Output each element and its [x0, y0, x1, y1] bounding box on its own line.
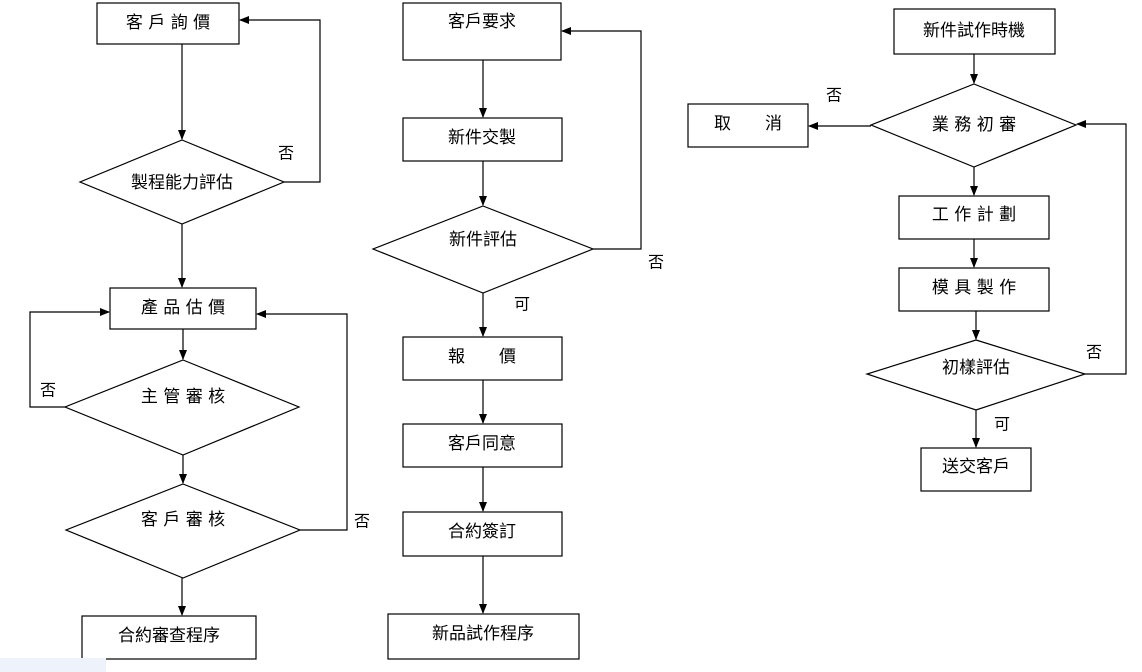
- edge-label-no-business: 否: [826, 86, 842, 105]
- node-customer-request-label: 客戶要求: [448, 12, 516, 32]
- node-deliver-customer: [920, 447, 1032, 492]
- edge-eval-no-loop-2: [561, 27, 642, 250]
- node-new-part-eval-label: 新件評估: [449, 230, 517, 250]
- node-capability-eval-label: 製程能力評估: [131, 173, 233, 193]
- edge-label-no-sample: 否: [1086, 343, 1102, 362]
- node-customer-inquiry: [96, 2, 240, 45]
- node-customer-agree: [402, 423, 563, 468]
- node-manager-review-label: 主 管 審 核: [141, 387, 225, 407]
- edge-label-no-manager: 否: [40, 381, 56, 400]
- node-work-plan-label: 工 作 計 劃: [932, 205, 1016, 225]
- node-cancel: [687, 103, 809, 148]
- edge-manager-no-loop: [29, 308, 110, 408]
- node-manager-review: [63, 359, 301, 456]
- node-quote-label: 報 價: [448, 347, 516, 367]
- node-customer-review-label: 客 戶 審 核: [141, 510, 225, 530]
- node-contract-review: [81, 615, 257, 660]
- node-sample-eval-label: 初樣評估: [942, 358, 1010, 378]
- edge-customer-no-loop: [256, 310, 348, 531]
- edge-label-ok-new-part: 可: [514, 295, 530, 314]
- node-contract-sign-label: 合約簽訂: [448, 522, 516, 542]
- flow-column-trial: 新件試作時機 取 消 業 務 初 審 工 作 計 劃 模 具 製 作 初樣評估 …: [687, 8, 1127, 492]
- edge-eval-no-loop: [239, 16, 321, 183]
- edge-sample-no-loop: [1076, 120, 1127, 375]
- page-corner-shade: [0, 658, 106, 672]
- flow-column-request: 客戶要求 新件交製 新件評估 報 價 客戶同意 合約簽訂 新品試作程序 否 可: [371, 2, 664, 660]
- edge-label-no-eval: 否: [278, 144, 294, 163]
- node-deliver-customer-label: 送交客戶: [942, 457, 1010, 477]
- node-customer-agree-label: 客戶同意: [448, 434, 516, 454]
- node-customer-review: [64, 483, 302, 579]
- node-trial-timing-label: 新件試作時機: [923, 21, 1025, 41]
- edge-label-no-customer: 否: [354, 512, 370, 531]
- node-trial-procedure-label: 新品試作程序: [432, 624, 534, 644]
- flow-column-inquiry: 客 戶 詢 價 製程能力評估 產 品 估 價 主 管 審 核 客 戶 審 核 合…: [29, 2, 370, 660]
- node-mold-making-label: 模 具 製 作: [932, 278, 1016, 298]
- node-new-part-handover: [402, 117, 563, 162]
- node-trial-timing: [893, 8, 1056, 55]
- node-cancel-label: 取 消: [714, 114, 782, 134]
- node-customer-request: [402, 2, 562, 61]
- node-customer-inquiry-label: 客 戶 詢 價: [126, 13, 210, 33]
- node-mold-making: [898, 267, 1050, 312]
- node-trial-procedure: [387, 613, 580, 660]
- node-contract-sign: [402, 511, 563, 557]
- node-new-part-handover-label: 新件交製: [448, 128, 516, 148]
- node-business-review-label: 業 務 初 審: [932, 115, 1016, 135]
- node-quote: [402, 336, 563, 381]
- node-contract-review-label: 合約審查程序: [118, 626, 220, 646]
- node-work-plan: [898, 195, 1050, 240]
- edge-label-ok-sample: 可: [994, 415, 1010, 434]
- node-product-estimate-label: 產 品 估 價: [141, 298, 225, 318]
- edge-label-no-new-part: 否: [648, 253, 664, 272]
